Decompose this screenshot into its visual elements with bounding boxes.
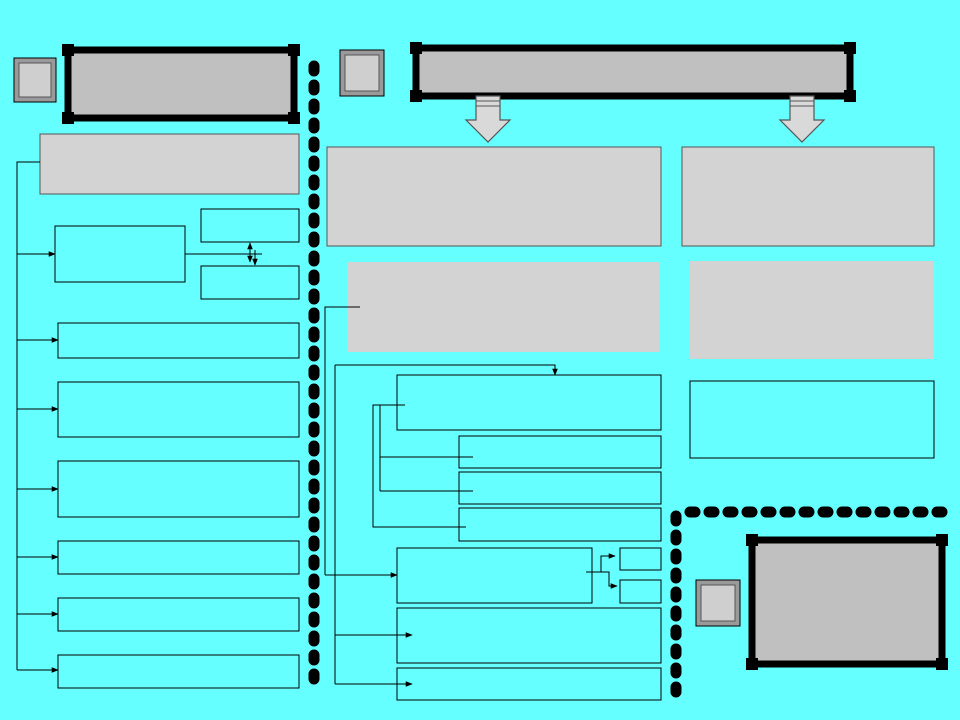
center-box-3	[396, 374, 662, 431]
center-box-5	[396, 607, 662, 664]
center-box-2	[347, 262, 660, 352]
left-box-3	[57, 322, 300, 359]
center-box-3a	[458, 435, 662, 469]
down-arrow-left	[464, 95, 512, 143]
center-box-3b	[458, 471, 662, 505]
left-box-top	[39, 133, 300, 195]
left-box-5	[57, 460, 300, 518]
number-tile-left	[13, 57, 57, 103]
title-panel-center	[410, 42, 856, 102]
title-panel-bottom-right	[746, 534, 948, 670]
down-arrow-right	[778, 95, 826, 143]
center-box-4	[396, 547, 593, 604]
left-box-2b	[200, 265, 300, 300]
left-box-6	[57, 540, 300, 575]
right-box-2	[690, 261, 934, 359]
right-box-top	[681, 146, 935, 247]
left-connectors	[16, 161, 262, 673]
center-box-6	[396, 667, 662, 701]
center-box-3c	[458, 507, 662, 542]
left-box-2a	[200, 208, 300, 243]
number-tile-center	[339, 49, 385, 97]
left-box-2	[54, 225, 186, 283]
left-box-7	[57, 597, 300, 632]
center-box-top	[326, 146, 662, 247]
title-panel-left	[62, 44, 300, 124]
left-box-4	[57, 381, 300, 438]
number-tile-right	[695, 579, 741, 627]
left-box-8	[57, 654, 300, 689]
center-connectors	[324, 306, 618, 687]
center-box-4b	[619, 579, 662, 604]
right-box-3	[689, 380, 935, 459]
center-box-4a	[619, 547, 662, 571]
